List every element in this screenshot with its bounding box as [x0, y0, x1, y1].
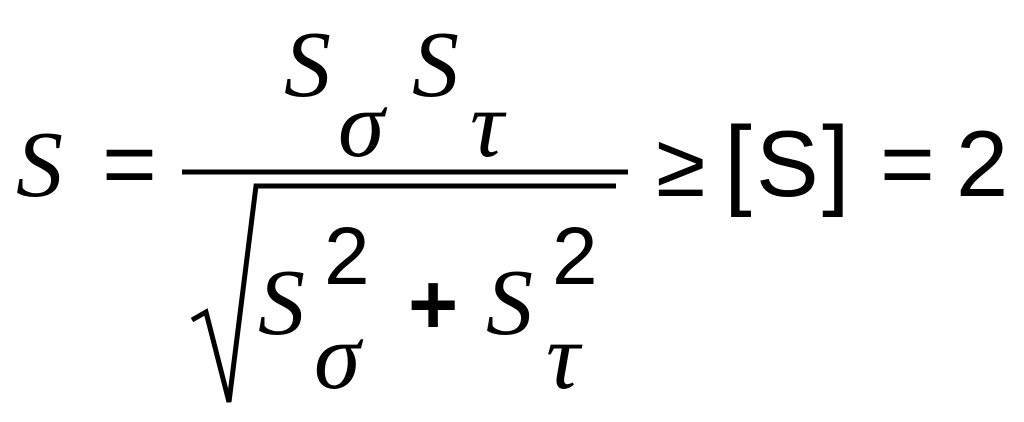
allowable-factor-symbol: S: [756, 111, 819, 216]
denominator-term1-subscript: σ: [314, 305, 364, 409]
denominator: S 2 σ + S 2 τ: [190, 183, 616, 409]
denominator-term2: S: [486, 251, 533, 355]
numerator-factor2: S: [412, 13, 459, 117]
plus-sign: +: [408, 257, 458, 353]
numerator-factor2-subscript: τ: [470, 73, 507, 177]
close-bracket: ]: [822, 106, 850, 218]
square-root-symbol: [190, 183, 616, 403]
lhs-symbol: S: [16, 113, 63, 217]
numerator-factor1: S: [284, 13, 331, 117]
equals-sign-2: =: [880, 111, 935, 216]
greater-equal-sign: ≥: [656, 116, 705, 216]
denominator-term2-subscript: τ: [546, 305, 583, 409]
denominator-term1: S: [258, 251, 305, 355]
allowable-value: 2: [956, 111, 1008, 216]
numerator-factor1-subscript: σ: [338, 73, 388, 177]
open-bracket: [: [724, 106, 752, 218]
equals-sign: =: [102, 111, 157, 216]
denominator-term2-superscript: 2: [552, 211, 598, 302]
denominator-term1-superscript: 2: [324, 211, 370, 302]
numerator: S σ S τ: [284, 13, 507, 177]
